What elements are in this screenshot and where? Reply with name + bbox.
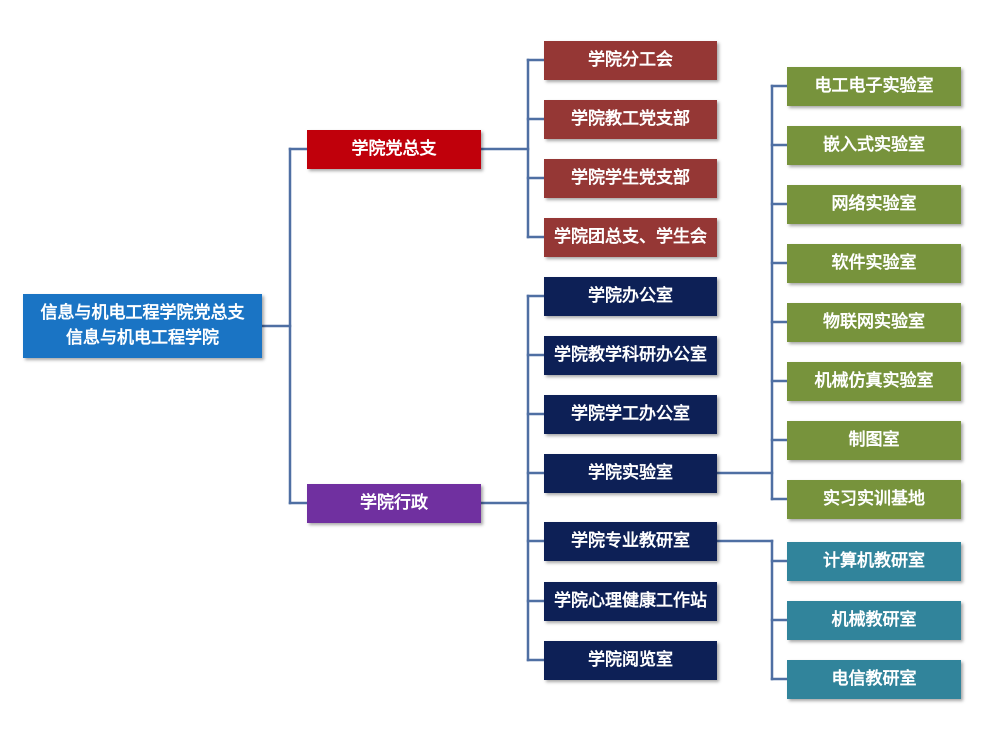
node-label: 机械教研室 (831, 609, 917, 630)
party-branch-label: 学院党总支 (351, 138, 437, 159)
bracket-connector (715, 539, 789, 681)
admin-child-node: 学院阅览室 (544, 641, 717, 680)
root-node: 信息与机电工程学院党总支 信息与机电工程学院 (23, 294, 262, 358)
admin-child-node: 学院教学科研办公室 (544, 336, 717, 375)
party-branch-node: 学院党总支 (307, 130, 481, 169)
admin-child-node: 学院心理健康工作站 (544, 582, 717, 621)
node-label: 学院专业教研室 (571, 530, 690, 551)
party-child-node: 学院学生党支部 (544, 159, 717, 198)
lab-node: 实习实训基地 (787, 480, 961, 519)
lab-node: 嵌入式实验室 (787, 126, 961, 165)
admin-child-node: 学院实验室 (544, 454, 717, 493)
node-label: 学院实验室 (588, 462, 673, 483)
party-child-node: 学院团总支、学生会 (544, 218, 717, 257)
teaching-office-node: 电信教研室 (787, 660, 961, 699)
node-label: 学院阅览室 (588, 649, 673, 670)
node-label: 实习实训基地 (823, 488, 925, 509)
node-label: 学院心理健康工作站 (554, 590, 707, 611)
lab-node: 物联网实验室 (787, 303, 961, 342)
lab-node: 电工电子实验室 (787, 67, 961, 106)
administration-label: 学院行政 (360, 492, 428, 513)
teaching-office-node: 机械教研室 (787, 601, 961, 640)
node-label: 网络实验室 (831, 193, 917, 214)
node-label: 学院学工办公室 (571, 403, 690, 424)
node-label: 电信教研室 (831, 668, 917, 689)
bracket-connector (479, 294, 546, 662)
root-line-2: 信息与机电工程学院 (66, 328, 219, 348)
node-label: 制图室 (848, 429, 900, 450)
bracket-connector (260, 147, 309, 505)
bracket-connector (715, 84, 789, 501)
admin-child-node: 学院学工办公室 (544, 395, 717, 434)
node-label: 嵌入式实验室 (823, 134, 925, 155)
teaching-office-node: 计算机教研室 (787, 542, 961, 581)
admin-child-node: 学院办公室 (544, 277, 717, 316)
lab-node: 制图室 (787, 421, 961, 460)
party-child-node: 学院分工会 (544, 41, 717, 80)
lab-node: 机械仿真实验室 (787, 362, 961, 401)
node-label: 物联网实验室 (823, 311, 925, 332)
administration-node: 学院行政 (307, 484, 481, 523)
node-label: 学院分工会 (588, 49, 673, 70)
node-label: 学院教工党支部 (571, 108, 690, 129)
node-label: 计算机教研室 (823, 550, 925, 571)
node-label: 学院团总支、学生会 (554, 226, 707, 247)
root-line-1: 信息与机电工程学院党总支 (40, 302, 245, 323)
node-label: 电工电子实验室 (814, 75, 934, 96)
bracket-connector (479, 58, 546, 239)
lab-node: 网络实验室 (787, 185, 961, 224)
node-label: 学院办公室 (588, 285, 673, 306)
party-child-node: 学院教工党支部 (544, 100, 717, 139)
node-label: 学院学生党支部 (571, 167, 690, 188)
node-label: 学院教学科研办公室 (554, 344, 707, 365)
lab-node: 软件实验室 (787, 244, 961, 283)
node-label: 机械仿真实验室 (814, 370, 934, 391)
admin-child-node: 学院专业教研室 (544, 522, 717, 561)
node-label: 软件实验室 (831, 252, 917, 273)
